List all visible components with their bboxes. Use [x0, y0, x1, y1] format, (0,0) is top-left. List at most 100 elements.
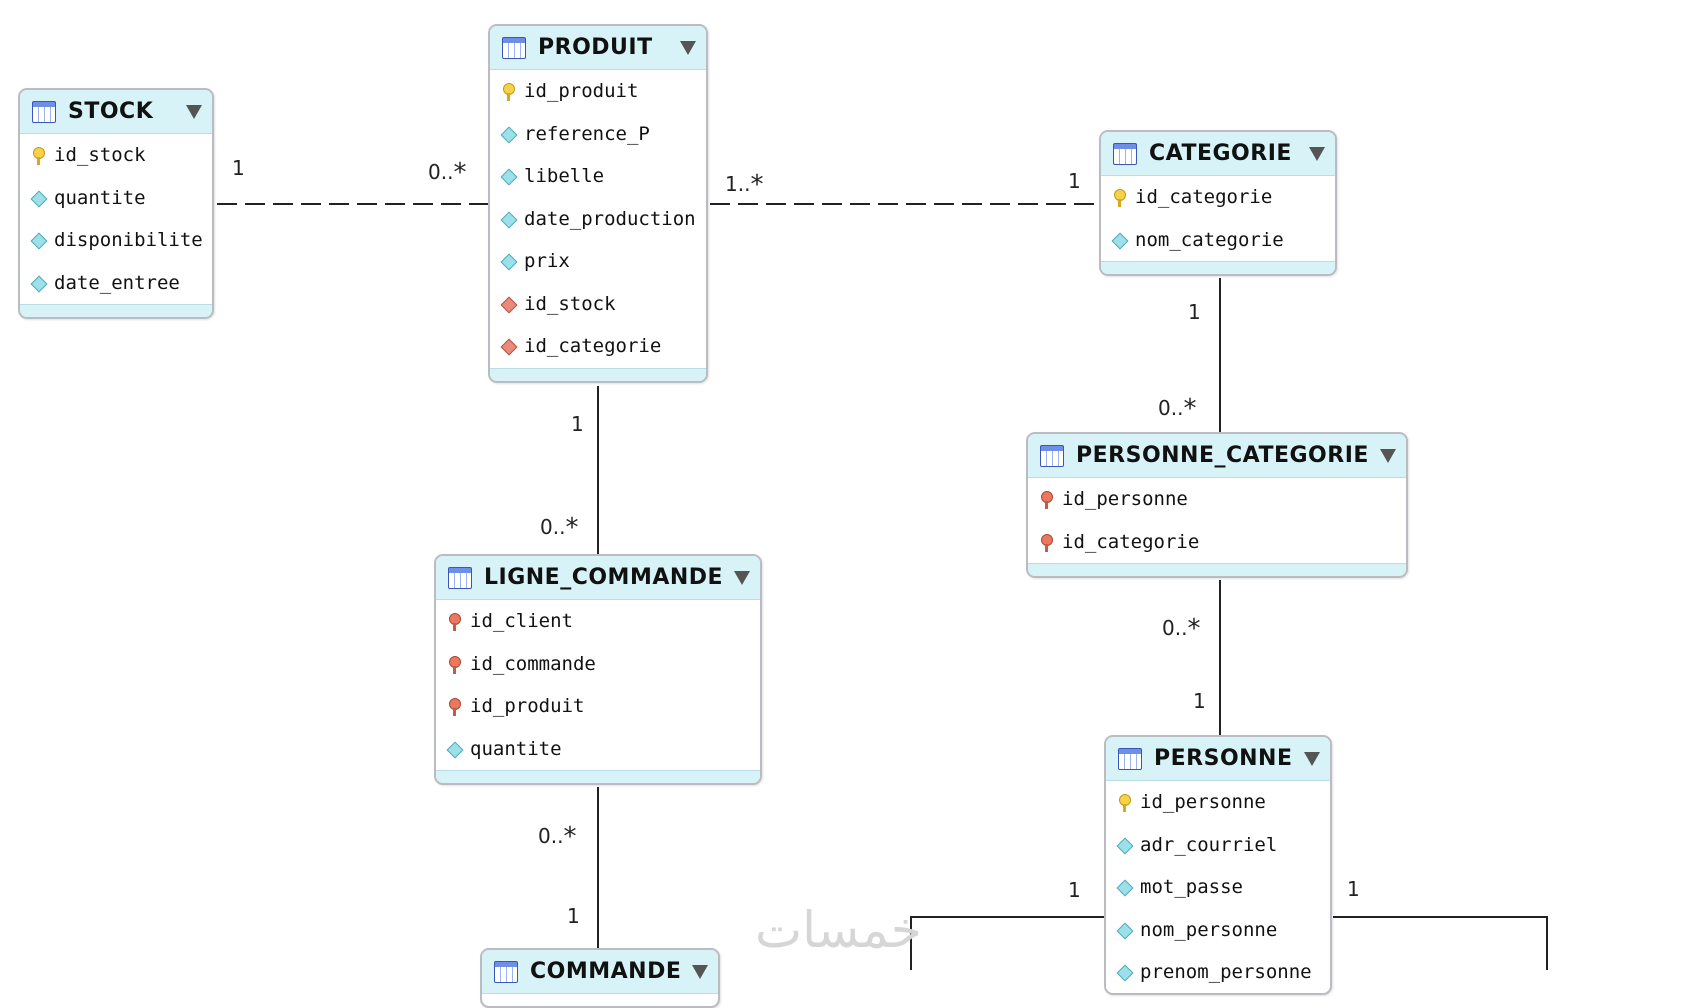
chevron-down-icon[interactable]	[1380, 448, 1396, 463]
mult-personne-left: 1	[1068, 878, 1081, 902]
entity-personne[interactable]: PERSONNE id_personne adr_courriel mot_passe…	[1104, 735, 1332, 995]
chevron-down-icon[interactable]	[734, 570, 750, 585]
attribute-name: disponibilite	[54, 229, 203, 252]
attribute-row[interactable]: quantite	[20, 177, 212, 220]
foreign-key-icon	[446, 613, 462, 632]
entity-header[interactable]: STOCK	[20, 90, 212, 134]
attribute-row[interactable]: disponibilite	[20, 219, 212, 262]
attribute-name: nom_personne	[1140, 918, 1278, 941]
entity-header[interactable]: COMMANDE	[482, 950, 718, 994]
attribute-row[interactable]: id_personne	[1106, 781, 1330, 824]
entity-header[interactable]: PERSONNE	[1106, 737, 1330, 781]
attribute-name: id_personne	[1140, 791, 1266, 814]
attribute-name: prenom_personne	[1140, 961, 1312, 984]
entity-header[interactable]: PERSONNE_CATEGORIE	[1028, 434, 1406, 478]
chevron-down-icon[interactable]	[1304, 751, 1320, 766]
attribute-name: id_commande	[470, 652, 596, 675]
attribute-row[interactable]: prix	[490, 240, 706, 283]
attribute-row[interactable]: id_produit	[436, 685, 760, 728]
mult-produit-side-ligne: 1	[571, 412, 584, 436]
column-diamond-icon	[1116, 837, 1132, 853]
entity-footer	[490, 367, 706, 381]
attribute-name: id_client	[470, 610, 573, 633]
column-diamond-icon	[30, 190, 46, 206]
primary-key-icon	[30, 147, 46, 166]
attribute-row[interactable]: id_personne	[1028, 478, 1406, 521]
attribute-name: id_produit	[524, 80, 639, 103]
column-diamond-icon	[500, 211, 516, 227]
column-diamond-icon	[446, 741, 462, 757]
attribute-row[interactable]: date_production	[490, 198, 706, 241]
entity-name: PRODUIT	[538, 35, 653, 60]
column-diamond-icon	[1116, 964, 1132, 980]
entity-name: CATEGORIE	[1149, 141, 1292, 166]
attribute-name: adr_courriel	[1140, 833, 1278, 856]
attribute-row[interactable]: libelle	[490, 155, 706, 198]
attribute-row[interactable]: quantite	[436, 728, 760, 771]
entity-name: COMMANDE	[530, 959, 682, 984]
er-diagram: 1 0..* 1..* 1 1 0..* 1 0..* 0..* 1 0..* …	[0, 0, 1700, 970]
attribute-name: id_stock	[524, 292, 616, 315]
entity-stock[interactable]: STOCK id_stock quantite disponibilite date_e…	[18, 88, 214, 319]
table-icon	[448, 566, 472, 589]
attribute-name: id_categorie	[1135, 186, 1273, 209]
entity-footer	[1028, 563, 1406, 576]
entity-header[interactable]: PRODUIT	[490, 26, 706, 70]
attribute-row[interactable]: nom_categorie	[1101, 219, 1335, 262]
mult-personne-right: 1	[1347, 877, 1360, 901]
mult-stock-side: 1	[232, 156, 245, 180]
mult-categorie-side-produit: 1	[1068, 169, 1081, 193]
chevron-down-icon[interactable]	[692, 964, 708, 979]
watermark: خمسات	[755, 901, 922, 959]
entity-name: PERSONNE	[1154, 746, 1293, 771]
attribute-row[interactable]: id_stock	[20, 134, 212, 177]
attribute-name: nom_categorie	[1135, 228, 1284, 251]
attribute-name: id_categorie	[524, 335, 662, 358]
attribute-row[interactable]: id_produit	[490, 70, 706, 113]
relationship-lines	[217, 203, 1548, 970]
column-diamond-icon	[1116, 922, 1132, 938]
attribute-row[interactable]: adr_courriel	[1106, 824, 1330, 867]
table-icon	[494, 960, 518, 983]
foreign-key-icon	[446, 698, 462, 717]
entity-name: STOCK	[68, 99, 154, 124]
attribute-row[interactable]: id_stock	[490, 283, 706, 326]
table-icon	[1118, 747, 1142, 770]
attribute-row[interactable]: id_client	[436, 600, 760, 643]
entity-footer	[20, 304, 212, 317]
attribute-row[interactable]: reference_P	[490, 113, 706, 156]
table-icon	[1113, 142, 1137, 165]
attribute-row[interactable]: nom_personne	[1106, 909, 1330, 952]
chevron-down-icon[interactable]	[680, 40, 696, 55]
entity-commande[interactable]: COMMANDE	[480, 948, 720, 1008]
entity-footer	[1101, 261, 1335, 274]
attribute-row[interactable]: mot_passe	[1106, 866, 1330, 909]
entity-ligne-commande[interactable]: LIGNE_COMMANDE id_client id_commande id_pro…	[434, 554, 762, 785]
mult-commande-side-ligne: 1	[567, 904, 580, 928]
attribute-row[interactable]: id_categorie	[1101, 176, 1335, 219]
foreign-key-icon	[446, 655, 462, 674]
attribute-row[interactable]: prenom_personne	[1106, 951, 1330, 993]
attribute-name: id_stock	[54, 144, 146, 167]
table-icon	[502, 36, 526, 59]
entity-header[interactable]: CATEGORIE	[1101, 132, 1335, 176]
attribute-name: quantite	[54, 186, 146, 209]
attribute-row[interactable]: id_commande	[436, 643, 760, 686]
attribute-name: mot_passe	[1140, 876, 1243, 899]
entity-categorie[interactable]: CATEGORIE id_categorie nom_categorie	[1099, 130, 1337, 276]
mult-produit-side-stock: 0..*	[428, 158, 467, 188]
entity-footer	[436, 770, 760, 783]
attribute-name: id_categorie	[1062, 530, 1200, 553]
attribute-row[interactable]: id_categorie	[1028, 521, 1406, 564]
column-diamond-icon	[30, 275, 46, 291]
chevron-down-icon[interactable]	[1309, 146, 1325, 161]
attribute-row[interactable]: date_entree	[20, 262, 212, 305]
entity-header[interactable]: LIGNE_COMMANDE	[436, 556, 760, 600]
foreign-key-icon	[1038, 491, 1054, 510]
attribute-name: date_entree	[54, 271, 180, 294]
attribute-row[interactable]: id_categorie	[490, 325, 706, 368]
chevron-down-icon[interactable]	[186, 104, 202, 119]
mult-personne-side-pc: 1	[1193, 689, 1206, 713]
